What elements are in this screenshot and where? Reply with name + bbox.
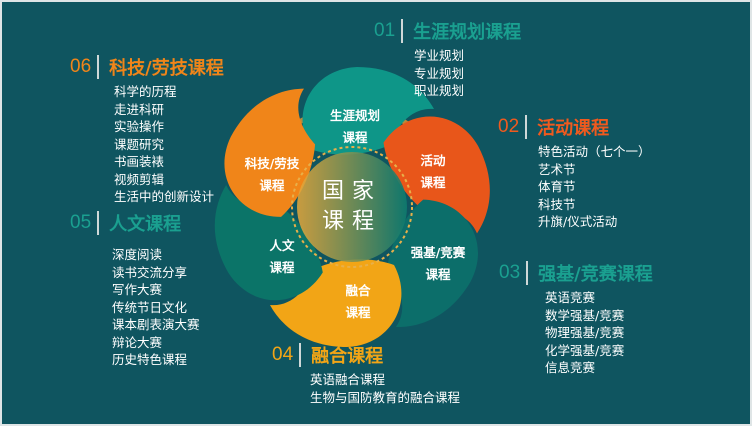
section-06: 06 科技/劳技课程 科学的历程走进科研实验操作课题研究书画装裱视频剪辑生活中的… — [70, 54, 224, 206]
course-item: 物理强基/竞赛 — [545, 325, 625, 340]
course-item: 职业规划 — [414, 83, 465, 98]
section-items: 科学的历程走进科研实验操作课题研究书画装裱视频剪辑生活中的创新设计 — [114, 83, 224, 206]
petal-shape — [270, 259, 402, 347]
petal-l1: 强基/竞赛 — [410, 245, 466, 260]
section-title: 人文课程 — [109, 214, 182, 235]
course-item: 深度阅读 — [112, 247, 163, 262]
course-item: 体育节 — [538, 179, 576, 194]
petal-l1: 融合 — [345, 283, 371, 298]
petal-label-fusion: 融合课程 — [345, 280, 370, 324]
section-number: 01 — [374, 19, 404, 43]
section-items: 英语竞赛数学强基/竞赛物理强基/竞赛化学强基/竞赛信息竞赛 — [545, 289, 653, 377]
section-header: 05 人文课程 — [70, 210, 200, 236]
course-item: 生物与国防教育的融合课程 — [310, 389, 461, 405]
course-item: 实验操作 — [114, 119, 165, 134]
section-02: 02 活动课程 特色活动（七个一） 艺术节体育节科技节升旗/仪式活动 — [498, 114, 651, 231]
section-title: 生涯规划课程 — [413, 22, 522, 43]
petal-l2: 课程 — [425, 267, 451, 282]
section-items: 特色活动（七个一） 艺术节体育节科技节升旗/仪式活动 — [538, 143, 651, 231]
section-04: 04 融合课程 英语融合课程生物与国防教育的融合课程 — [272, 342, 460, 406]
section-items: 英语融合课程生物与国防教育的融合课程 — [310, 371, 460, 406]
course-item: 走进科研 — [114, 101, 165, 117]
course-item: 传统节日文化 — [112, 299, 188, 315]
course-item: 辩论大赛 — [112, 334, 163, 350]
section-number: 06 — [70, 55, 100, 79]
section-items: 深度阅读读书交流分享写作大赛传统节日文化课本剧表演大赛辩论大赛历史特色课程 — [112, 246, 200, 369]
section-title: 科技/劳技课程 — [109, 58, 224, 79]
petal-l2: 课程 — [259, 178, 285, 193]
center-line1: 国家 — [321, 179, 382, 204]
course-item: 数学强基/竞赛 — [545, 307, 625, 323]
course-item: 专业规划 — [414, 65, 465, 81]
section-header: 02 活动课程 — [498, 114, 651, 140]
course-item: 信息竞赛 — [545, 360, 596, 375]
course-item: 艺术节 — [538, 161, 576, 177]
petal-shape — [383, 116, 490, 234]
course-item: 英语融合课程 — [310, 372, 386, 387]
course-item: 升旗/仪式活动 — [538, 214, 618, 229]
petal-label-career: 生涯规划课程 — [330, 105, 380, 149]
course-item: 化学强基/竞赛 — [545, 342, 625, 358]
petal-label-competition: 强基/竞赛课程 — [411, 242, 466, 286]
course-item: 历史特色课程 — [112, 352, 188, 367]
section-title: 强基/竞赛课程 — [538, 264, 653, 285]
petal-shape — [214, 184, 323, 301]
petal-label-activity: 活动课程 — [420, 150, 445, 194]
section-05: 05 人文课程 深度阅读读书交流分享写作大赛传统节日文化课本剧表演大赛辩论大赛历… — [70, 210, 200, 369]
petal-label-tech: 科技/劳技课程 — [245, 153, 300, 197]
course-item: 课题研究 — [114, 136, 165, 152]
section-header: 01 生涯规划课程 — [374, 18, 521, 44]
petal-l1: 科技/劳技 — [244, 156, 300, 171]
course-item: 视频剪辑 — [114, 171, 165, 187]
petal-label-humanities: 人文课程 — [269, 235, 294, 279]
course-item: 写作大赛 — [112, 282, 163, 297]
section-header: 03 强基/竞赛课程 — [499, 260, 653, 286]
section-number: 04 — [272, 343, 302, 367]
section-header: 06 科技/劳技课程 — [70, 54, 224, 80]
petal-l2: 课程 — [269, 260, 295, 275]
course-item: 读书交流分享 — [112, 264, 188, 280]
course-item: 书画装裱 — [114, 154, 165, 169]
section-01: 01 生涯规划课程 学业规划专业规划职业规划 — [374, 18, 521, 100]
course-item: 学业规划 — [414, 48, 465, 63]
section-items: 学业规划专业规划职业规划 — [414, 47, 521, 100]
center-line2: 课程 — [321, 209, 382, 234]
petal-shape — [386, 199, 478, 328]
course-item: 英语竞赛 — [545, 290, 596, 305]
section-number: 02 — [498, 115, 528, 139]
dashed-ring — [291, 146, 413, 268]
petal-l2: 课程 — [342, 130, 368, 145]
course-item: 生活中的创新设计 — [114, 189, 215, 204]
petal-l1: 人文 — [269, 238, 295, 253]
course-item: 特色活动（七个一） — [538, 144, 651, 159]
section-number: 05 — [70, 211, 100, 235]
center-label: 国家 课程 — [312, 177, 392, 237]
petal-l1: 活动 — [420, 153, 446, 168]
petal-shape — [224, 88, 316, 217]
course-item: 科技节 — [538, 196, 576, 212]
course-item: 科学的历程 — [114, 84, 177, 99]
course-item: 课本剧表演大赛 — [112, 317, 200, 332]
section-title: 融合课程 — [311, 346, 384, 367]
center-circle — [297, 152, 407, 262]
section-header: 04 融合课程 — [272, 342, 460, 368]
petal-l2: 课程 — [420, 175, 446, 190]
section-title: 活动课程 — [537, 118, 610, 139]
section-03: 03 强基/竞赛课程 英语竞赛数学强基/竞赛物理强基/竞赛化学强基/竞赛信息竞赛 — [499, 260, 653, 377]
section-number: 03 — [499, 261, 529, 285]
petal-l1: 生涯规划 — [329, 108, 381, 123]
petal-l2: 课程 — [345, 305, 371, 320]
petal-shape — [302, 67, 434, 155]
